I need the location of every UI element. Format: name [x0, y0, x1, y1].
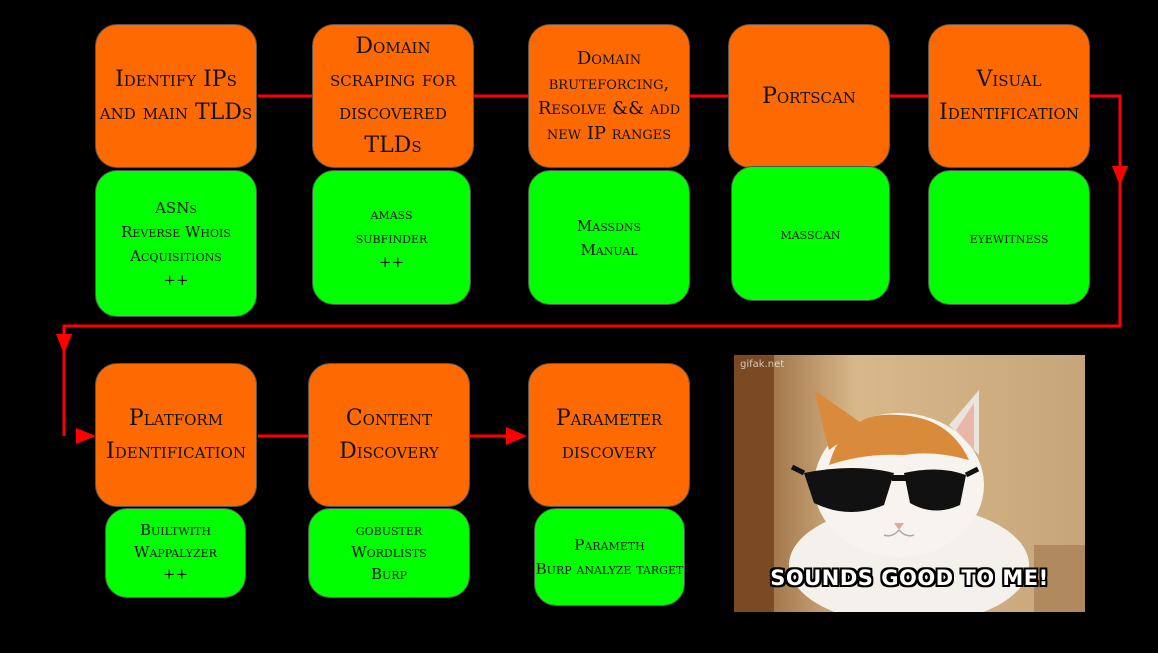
- step-content-discovery-label: Content Discovery: [339, 406, 439, 464]
- tools-parameter-discovery: Parameth Burp analyze target: [534, 508, 685, 606]
- step-domain-bruteforcing: Domain bruteforcing, Resolve && add new …: [528, 24, 690, 168]
- step-portscan-label: Portscan: [762, 83, 856, 109]
- tools-identify-ips: ASNs Reverse Whois Acquisitions ++: [95, 170, 257, 317]
- arrowhead-into-parameter: [506, 427, 527, 445]
- tools-portscan-label: masscan: [780, 224, 841, 243]
- tools-domain-scraping: amass subfinder ++: [312, 170, 471, 305]
- step-domain-bruteforcing-label: Domain bruteforcing, Resolve && add new …: [537, 47, 681, 145]
- tools-platform-identification: Builtwith Wappalyzer ++: [105, 508, 246, 598]
- step-portscan: Portscan: [728, 24, 890, 168]
- step-domain-scraping-label: Domain scraping for discovered TLDs: [330, 34, 456, 158]
- step-identify-ips: Identify IPs and main TLDs: [95, 24, 257, 168]
- step-parameter-discovery-label: Parameter discovery: [555, 406, 663, 464]
- step-domain-scraping: Domain scraping for discovered TLDs: [312, 24, 474, 168]
- step-platform-identification-label: Platform Identification: [106, 406, 246, 464]
- tools-identify-ips-label: ASNs Reverse Whois Acquisitions ++: [121, 198, 231, 289]
- tools-domain-scraping-label: amass subfinder ++: [355, 204, 428, 271]
- tools-parameter-discovery-label: Parameth Burp analyze target: [535, 536, 684, 578]
- arrowhead-down-left: [56, 334, 72, 354]
- step-parameter-discovery: Parameter discovery: [528, 363, 690, 507]
- tools-domain-bruteforcing: Massdns Manual: [528, 170, 690, 305]
- step-content-discovery: Content Discovery: [308, 363, 470, 507]
- tools-visual-identification-label: eyewitness: [969, 228, 1049, 247]
- step-visual-identification: Visual Identification: [928, 24, 1090, 168]
- step-visual-identification-label: Visual Identification: [939, 67, 1079, 125]
- tools-platform-identification-label: Builtwith Wappalyzer ++: [134, 521, 217, 583]
- connector-row-wrap: [62, 94, 1122, 436]
- cat-illustration: [734, 355, 1085, 612]
- step-platform-identification: Platform Identification: [95, 363, 257, 507]
- meme-watermark: gifak.net: [740, 359, 785, 370]
- meme-caption: SOUNDS GOOD TO ME!: [770, 566, 1049, 590]
- tools-content-discovery-label: gobuster Wordlists Burp: [351, 521, 427, 583]
- cat-meme-image: gifak.net SOUNDS GOOD TO ME!: [734, 355, 1085, 612]
- step-identify-ips-label: Identify IPs and main TLDs: [99, 67, 253, 125]
- arrowhead-down-right: [1112, 166, 1128, 186]
- tools-content-discovery: gobuster Wordlists Burp: [308, 508, 470, 598]
- tools-domain-bruteforcing-label: Massdns Manual: [576, 216, 642, 259]
- arrowhead-into-platform: [76, 428, 96, 444]
- tools-visual-identification: eyewitness: [928, 170, 1090, 305]
- tools-portscan: masscan: [731, 166, 890, 301]
